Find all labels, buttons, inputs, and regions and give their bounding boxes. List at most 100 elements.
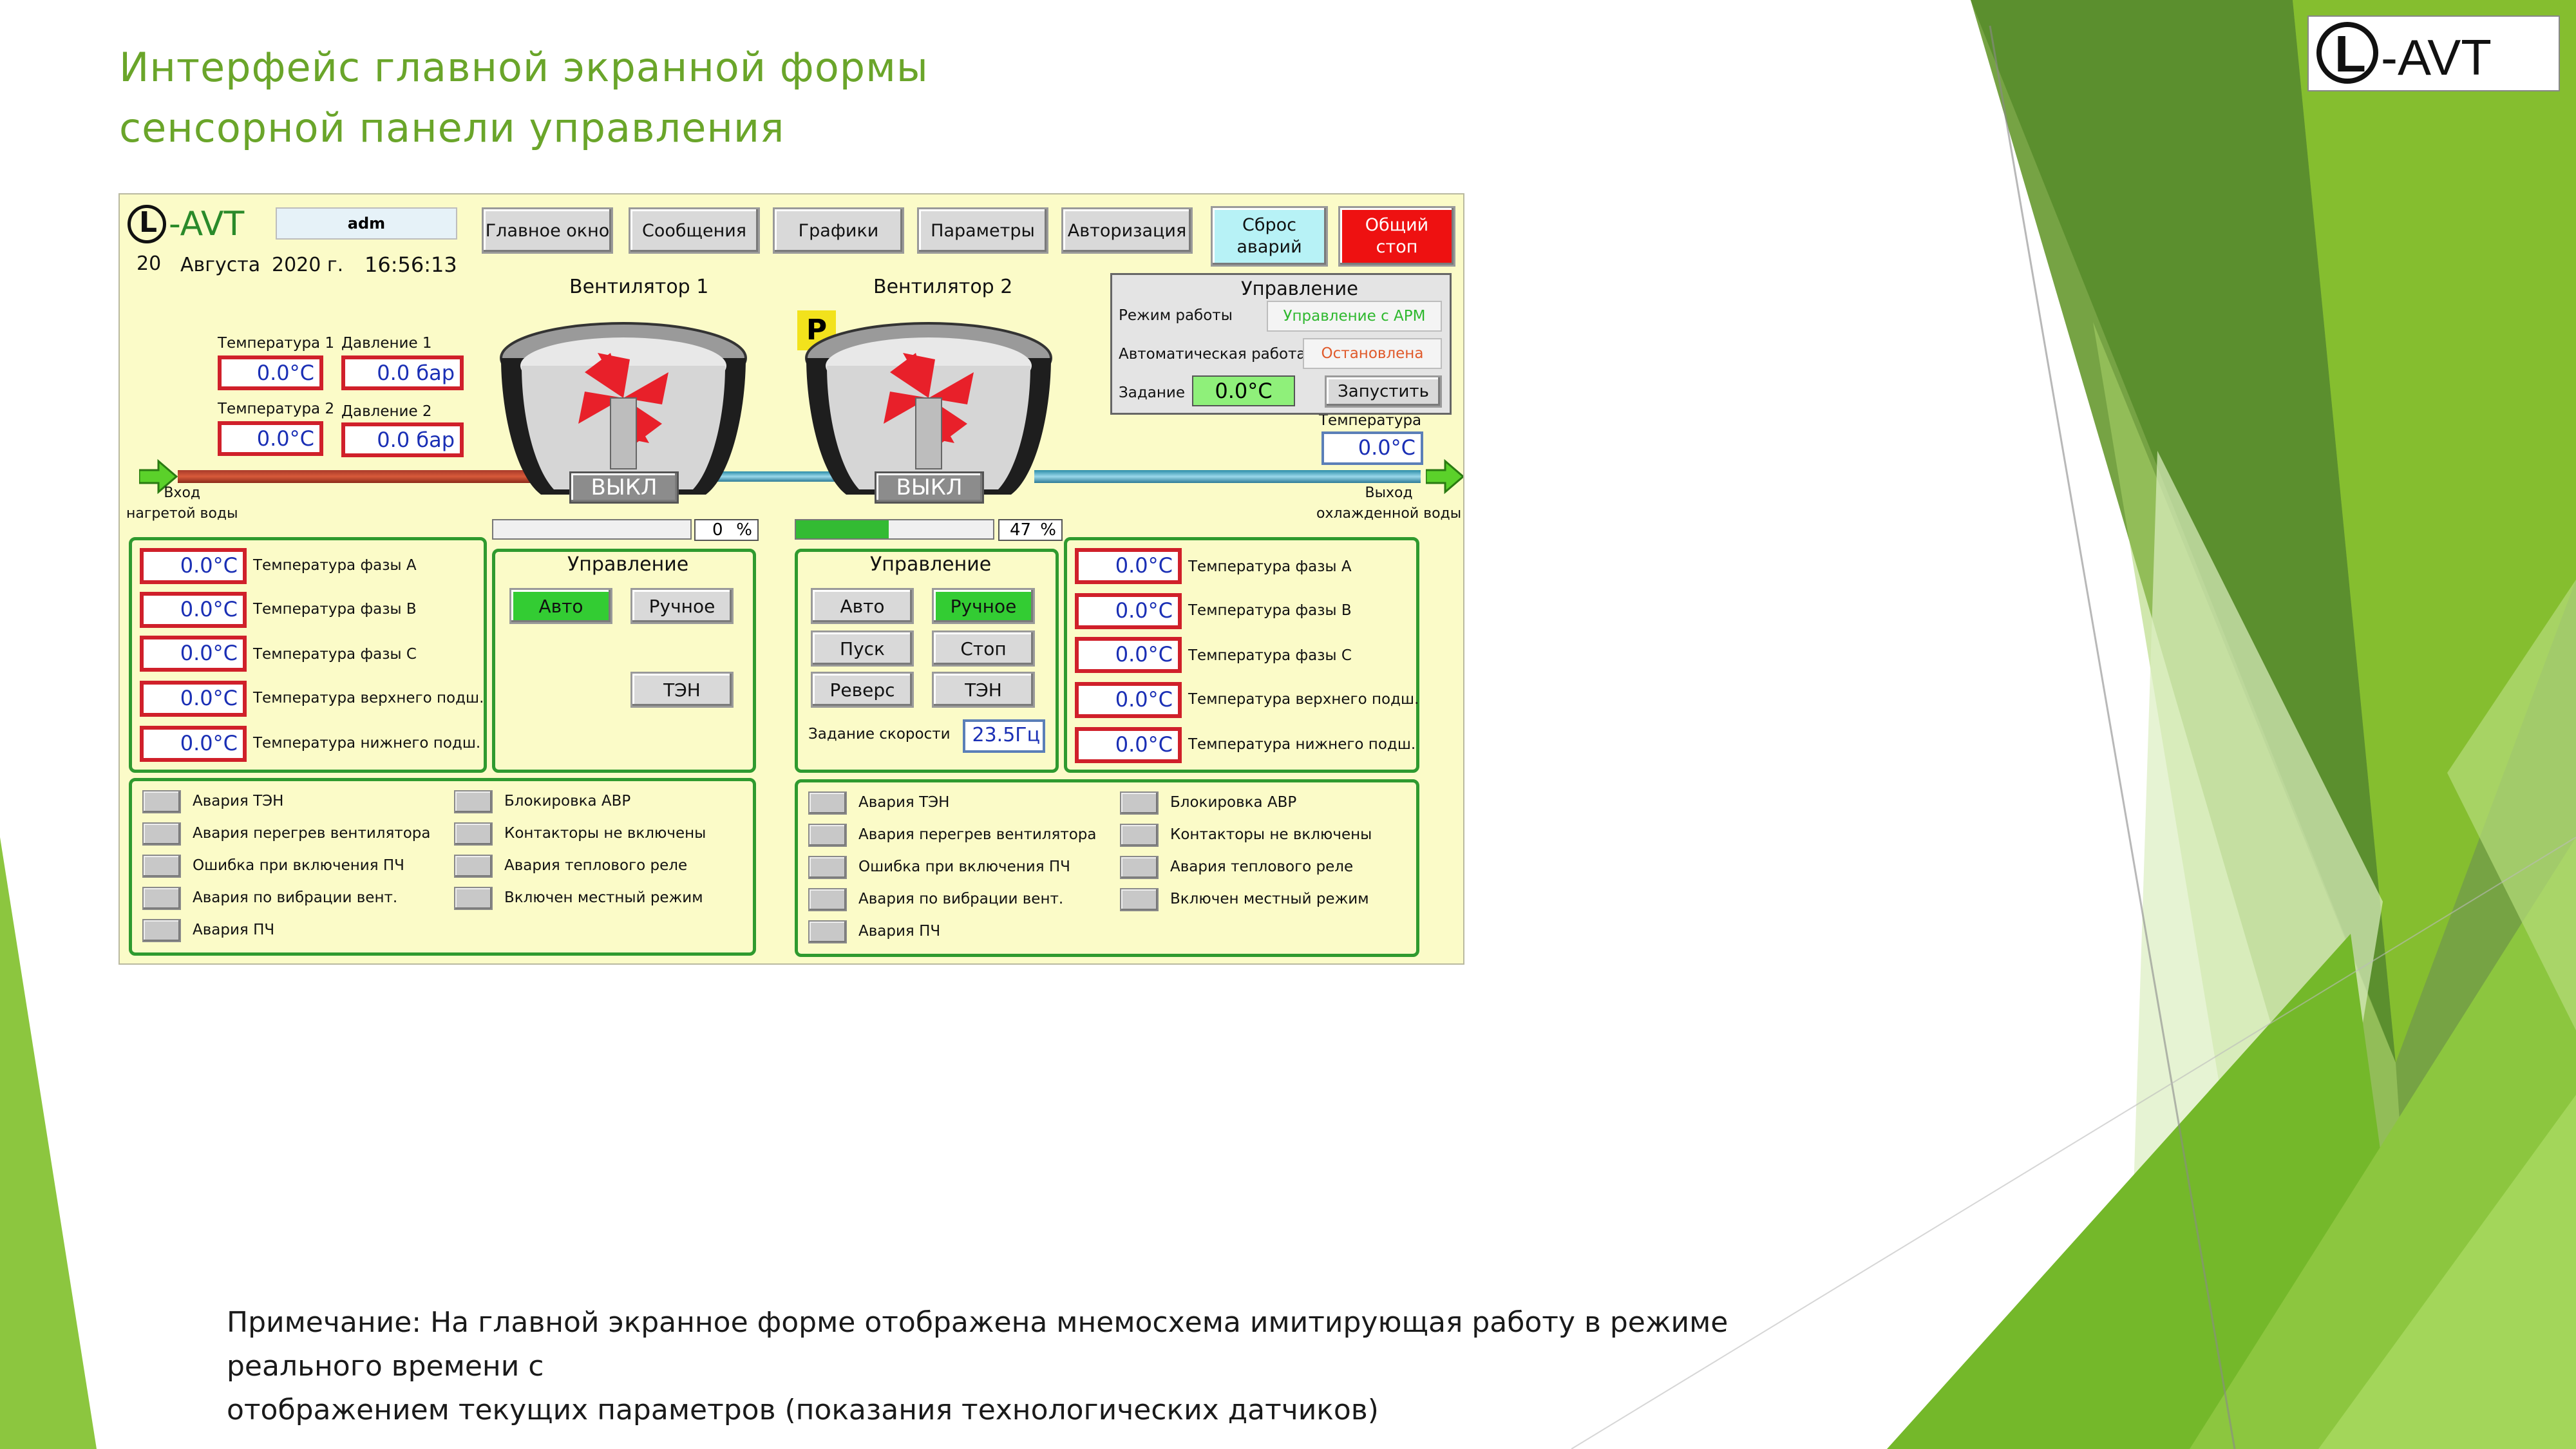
user-field[interactable]: adm (276, 207, 457, 240)
fan2-alarm-label: Авария перегрев вентилятора (858, 826, 1097, 843)
fan2-temp-upper-bearing-label: Температура верхнего подш. (1188, 691, 1419, 708)
hmi-logo-letter: L (139, 206, 158, 239)
fan1-alarm-lamp (142, 887, 181, 910)
control-panel: Управление Режим работы Управление с АРМ… (1110, 273, 1452, 415)
outlet-temp-value: 0.0°C (1321, 431, 1423, 465)
slide-title-line1: Интерфейс главной экранной формы (119, 44, 929, 91)
date-year: 2020 г. (272, 254, 344, 276)
fan1-temp-phase-c-label: Температура фазы С (253, 646, 417, 663)
fan2-stop-button[interactable]: Стоп (932, 630, 1035, 667)
hmi-logo: L -AVT (128, 201, 276, 247)
fan1-auto-button[interactable]: Авто (509, 588, 612, 624)
stop-line1: Общий (1365, 215, 1429, 235)
fan1-manual-button[interactable]: Ручное (630, 588, 734, 624)
logo-circle (2316, 22, 2378, 84)
fan2-alarm-label: Включен местный режим (1170, 891, 1369, 907)
fan1-temp-upper-bearing-label: Температура верхнего подш. (253, 690, 484, 706)
emergency-stop-button[interactable]: Общий стоп (1338, 206, 1455, 267)
fan1-alarm-lamp (142, 790, 181, 813)
fan2-alarm-lamp (808, 856, 847, 879)
fan2-alarm-lamp (1120, 791, 1159, 815)
fan2-heater-button[interactable]: ТЭН (932, 672, 1035, 708)
stop-line2: стоп (1376, 237, 1418, 257)
date-month: Августа (180, 254, 261, 276)
fan2-progress-fill (796, 520, 889, 538)
setpoint-label: Задание (1119, 384, 1185, 401)
nav-auth-button[interactable]: Авторизация (1061, 207, 1193, 254)
fan2-state-indicator: ВЫКЛ (875, 471, 984, 504)
fan2-alarm-label: Блокировка АВР (1170, 794, 1297, 811)
fan1-temp-phase-a-value: 0.0°C (140, 548, 247, 584)
fan1-temps-group: 0.0°C Температура фазы А 0.0°C Температу… (129, 537, 487, 773)
nav-main-button[interactable]: Главное окно (482, 207, 613, 254)
fan1-alarm-lamp (142, 855, 181, 878)
fan1-control-title: Управление (567, 553, 689, 576)
fan2-progress-unit: % (1040, 520, 1056, 540)
fan2-manual-button[interactable]: Ручное (932, 588, 1035, 624)
fan2-progress-readout: 47 % (998, 519, 1063, 541)
setpoint-value[interactable]: 0.0°C (1192, 375, 1295, 406)
fan2-alarm-label: Контакторы не включены (1170, 826, 1372, 843)
fan2-progress-value: 47 (1010, 520, 1032, 540)
outlet-label-line1: Выход (1365, 485, 1413, 501)
fan1-alarm-label: Ошибка при включения ПЧ (193, 857, 404, 874)
fan2-alarm-label: Авария теплового реле (1170, 858, 1354, 875)
fan1-alarm-lamp (142, 822, 181, 846)
start-button[interactable]: Запустить (1325, 375, 1442, 408)
fan1-temp-phase-c-value: 0.0°C (140, 636, 247, 672)
inlet-label-line1: Вход (164, 485, 201, 501)
fan1-temp-phase-b-value: 0.0°C (140, 592, 247, 628)
fan2-temp-phase-b-label: Температура фазы В (1188, 602, 1352, 619)
fan1-alarm-label: Блокировка АВР (504, 793, 631, 810)
fan2-speed-label: Задание скорости (808, 726, 951, 743)
fan2-start-button[interactable]: Пуск (811, 630, 914, 667)
fan2-temp-phase-c-label: Температура фазы С (1188, 647, 1352, 664)
control-panel-title: Управление (1241, 278, 1358, 299)
fan2-alarms-group: Авария ТЭН Авария перегрев вентилятора О… (795, 779, 1419, 957)
outlet-label-line2: охлажденной воды (1316, 506, 1462, 522)
inlet-pipe (178, 470, 616, 483)
slide-note: Примечание: На главной экранное форме от… (227, 1301, 1875, 1432)
outlet-pipe (1034, 470, 1421, 483)
fan2-mode-badge: Р (797, 310, 836, 350)
fan1-heater-button[interactable]: ТЭН (630, 672, 734, 708)
fan2-alarm-label: Ошибка при включения ПЧ (858, 858, 1070, 875)
fan1-alarm-lamp (454, 822, 493, 846)
fan1-alarm-label: Авария перегрев вентилятора (193, 825, 431, 842)
fan1-alarm-lamp (142, 919, 181, 942)
inlet-label-line2: нагретой воды (126, 506, 238, 522)
fan2-control-title: Управление (870, 553, 992, 576)
fan2-progress-bar (795, 519, 994, 540)
temp1-value: 0.0°C (218, 355, 323, 390)
press2-label: Давление 2 (341, 403, 432, 420)
fan2-temp-phase-a-value: 0.0°C (1075, 548, 1182, 584)
nav-messages-button[interactable]: Сообщения (629, 207, 760, 254)
reset-alarms-button[interactable]: Сброс аварий (1211, 206, 1328, 267)
nav-params-button[interactable]: Параметры (917, 207, 1048, 254)
fan2-alarm-label: Авария ТЭН (858, 794, 950, 811)
fan2-temp-upper-bearing-value: 0.0°C (1075, 682, 1182, 718)
temp2-value: 0.0°C (218, 421, 323, 456)
fan2-temps-group: 0.0°C Температура фазы А 0.0°C Температу… (1064, 537, 1419, 773)
fan2-auto-button[interactable]: Авто (811, 588, 914, 624)
date-day: 20 (137, 252, 162, 275)
logo-avt: -AVT (2381, 29, 2492, 86)
fan2-temp-lower-bearing-value: 0.0°C (1075, 727, 1182, 763)
press1-label: Давление 1 (341, 335, 432, 352)
fan2-control-group: Управление Авто Ручное Пуск Стоп Реверс … (795, 549, 1059, 773)
fan2-title: Вентилятор 2 (873, 276, 1013, 298)
nav-charts-button[interactable]: Графики (773, 207, 904, 254)
fan2-speed-value[interactable]: 23.5Гц (963, 719, 1045, 753)
outlet-temp-label: Температура (1319, 412, 1422, 429)
mode-value: Управление с АРМ (1267, 301, 1442, 332)
fan1-alarm-label: Авария теплового реле (504, 857, 688, 874)
fan1-progress-unit: % (736, 520, 752, 540)
reset-line2: аварий (1236, 237, 1302, 257)
fan2-reverse-button[interactable]: Реверс (811, 672, 914, 708)
reset-line1: Сброс (1242, 215, 1296, 235)
clock-time: 16:56:13 (365, 252, 457, 277)
fan1-alarm-label: Контакторы не включены (504, 825, 706, 842)
fan1-alarm-lamp (454, 855, 493, 878)
fan1-alarm-lamp (454, 790, 493, 813)
